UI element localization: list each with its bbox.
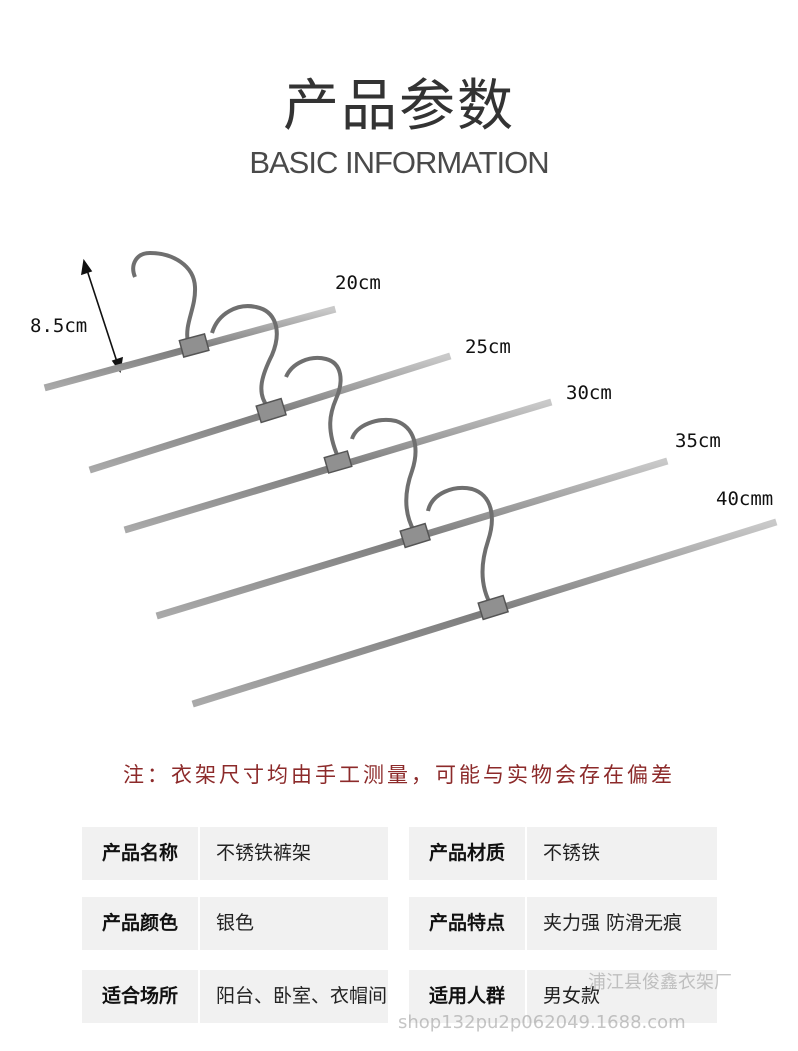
hanger-25cm bbox=[88, 304, 452, 474]
measurement-note: 注：衣架尺寸均由手工测量，可能与实物会存在偏差 bbox=[123, 763, 675, 787]
spec-label: 产品颜色 bbox=[82, 897, 198, 950]
spec-value: 夹力强 防滑无痕 bbox=[527, 897, 717, 950]
hanger-20cm bbox=[43, 250, 337, 392]
spec-label: 产品特点 bbox=[409, 897, 525, 950]
spec-value: 不锈铁 bbox=[527, 827, 717, 880]
spec-label: 产品材质 bbox=[409, 827, 525, 880]
spec-label: 适合场所 bbox=[82, 970, 198, 1023]
hanger-illustration bbox=[43, 250, 778, 708]
page-subtitle: BASIC INFORMATION bbox=[249, 145, 549, 180]
spec-label: 适用人群 bbox=[409, 970, 525, 1023]
hanger-30cm bbox=[123, 356, 553, 534]
width-label-25cm: 25cm bbox=[465, 336, 511, 358]
hanger-35cm bbox=[155, 418, 669, 620]
spec-value: 男女款 bbox=[527, 970, 717, 1023]
hanger-40cm bbox=[191, 486, 778, 708]
width-label-30cm: 30cm bbox=[566, 382, 612, 404]
width-label-20cm: 20cm bbox=[335, 272, 381, 294]
height-label: 8.5cm bbox=[30, 315, 88, 337]
height-arrow bbox=[81, 258, 123, 374]
width-label-40cm: 40cmm bbox=[716, 488, 774, 510]
spec-value: 阳台、卧室、衣帽间 bbox=[200, 970, 388, 1023]
spec-value: 银色 bbox=[200, 897, 388, 950]
watermark-url: shop132pu2p062049.1688.com bbox=[398, 1012, 686, 1033]
spec-label: 产品名称 bbox=[82, 827, 198, 880]
width-label-35cm: 35cm bbox=[675, 430, 721, 452]
page-title: 产品参数 bbox=[283, 74, 515, 139]
watermark-company: 浦江县俊鑫衣架厂 bbox=[588, 972, 732, 993]
spec-value: 不锈铁裤架 bbox=[200, 827, 388, 880]
